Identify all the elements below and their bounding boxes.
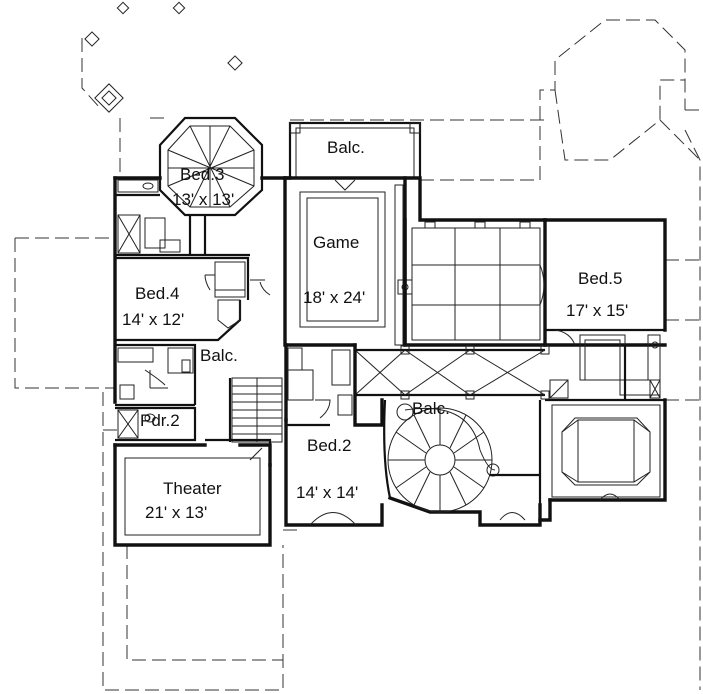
game-room bbox=[283, 176, 413, 347]
bed5-name-label: Bed.5 bbox=[578, 269, 622, 288]
exterior-walls bbox=[113, 176, 667, 547]
room-labels: Balc. Bed.3 13' x 13' Game 18' x 24' Bed… bbox=[122, 138, 628, 522]
game-name-label: Game bbox=[313, 233, 359, 252]
central-room bbox=[403, 218, 547, 347]
pdr2-label: Pdr.2 bbox=[140, 411, 180, 430]
bed2-name-label: Bed.2 bbox=[307, 436, 351, 455]
bed4 bbox=[115, 256, 271, 342]
bed2-size-label: 14' x 14' bbox=[296, 483, 358, 502]
dashed-outlines bbox=[14, 19, 701, 691]
column-markers bbox=[84, 1, 243, 113]
lower-right-room bbox=[551, 404, 661, 501]
balc-stair-label: Balc. bbox=[412, 399, 450, 418]
spiral-staircase bbox=[383, 399, 542, 521]
balc-top-label: Balc. bbox=[327, 138, 365, 157]
balcony-corridor bbox=[354, 345, 550, 400]
balc-mid-label: Balc. bbox=[200, 346, 238, 365]
bed4-name-label: Bed.4 bbox=[135, 284, 179, 303]
bed4-size-label: 14' x 12' bbox=[122, 310, 184, 329]
bed2 bbox=[284, 343, 384, 526]
theater-name-label: Theater bbox=[163, 479, 222, 498]
bed5 bbox=[543, 328, 667, 402]
theater bbox=[113, 443, 272, 536]
bed3-name-label: Bed.3 bbox=[180, 165, 224, 184]
bed5-size-label: 17' x 15' bbox=[566, 301, 628, 320]
bed3-octagon bbox=[158, 116, 264, 217]
pdr2 bbox=[115, 406, 197, 442]
bed3-bath bbox=[115, 179, 250, 257]
game-size-label: 18' x 24' bbox=[303, 288, 365, 307]
bed4-bath bbox=[115, 343, 197, 407]
theater-size-label: 21' x 13' bbox=[145, 503, 207, 522]
bed3-size-label: 13' x 13' bbox=[172, 190, 234, 209]
